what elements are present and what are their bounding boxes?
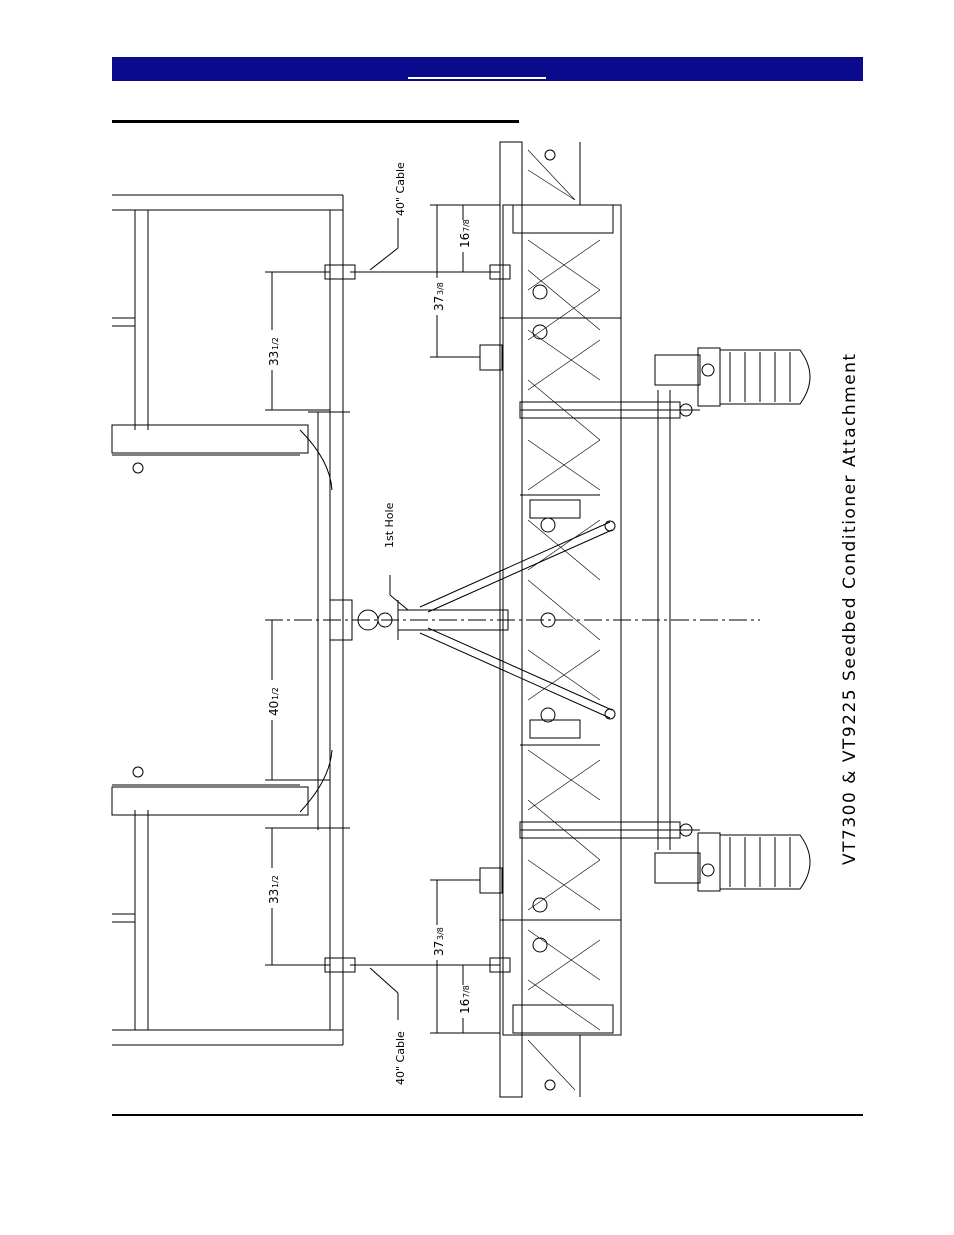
drawing-caption: VT7300 & VT9225 Seedbed Conditioner Atta…	[840, 352, 860, 865]
dim-top-long: 37	[432, 296, 446, 311]
dim-center-span: 40	[267, 701, 281, 716]
cable-label-bottom: 40" Cable	[394, 1031, 407, 1085]
cables	[325, 218, 510, 1020]
dim-lower-span: 33	[267, 889, 281, 904]
dimension-lines	[265, 205, 500, 1033]
first-hole-label: 1st Hole	[383, 502, 396, 548]
dim-lower-span-frac: 1/2	[271, 875, 280, 888]
dim-top-short-frac: 7/8	[462, 219, 471, 232]
tractor-frame	[112, 195, 350, 1045]
dim-top-long-frac: 3/8	[436, 282, 445, 295]
cable-label-top: 40" Cable	[394, 162, 407, 216]
dim-top-short: 16	[458, 233, 472, 248]
dim-bottom-short: 16	[458, 999, 472, 1014]
dim-bottom-long-frac: 3/8	[436, 927, 445, 940]
dim-bottom-long: 37	[432, 941, 446, 956]
dim-center-span-frac: 1/2	[271, 687, 280, 700]
dim-upper-span-frac: 1/2	[271, 337, 280, 350]
dim-bottom-short-frac: 7/8	[462, 985, 471, 998]
dim-upper-span: 33	[267, 351, 281, 366]
